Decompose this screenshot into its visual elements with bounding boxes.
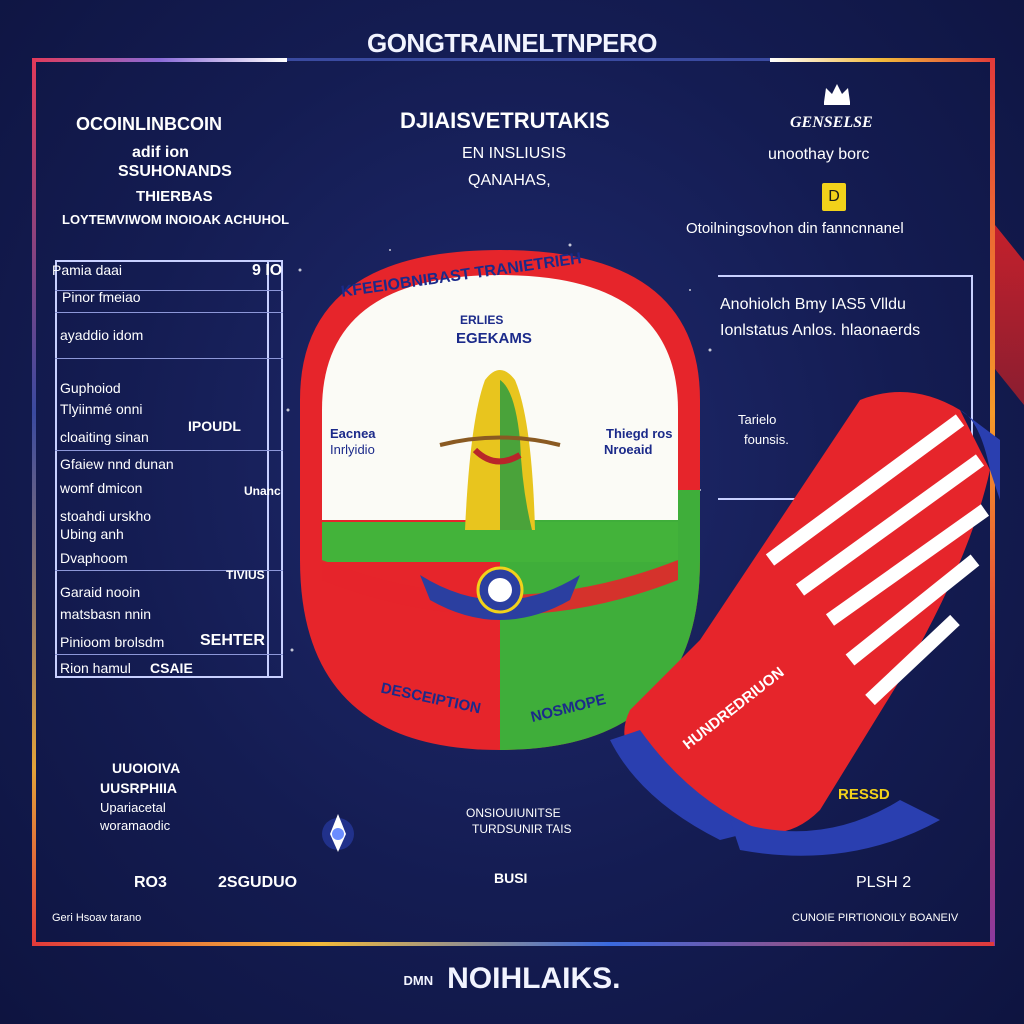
center-caption: TURDSUNIR TAIS [472, 822, 572, 836]
bottom-code: RO3 [134, 874, 167, 891]
emblem-right-label: Nroeaid [604, 442, 653, 457]
emblem-left-label: Eacnea [330, 426, 376, 441]
page-title: GONGTRAINELTNPERO [366, 28, 658, 58]
row-label: Rion hamul [60, 660, 131, 676]
footer: DMN NOIHLAIKS. [0, 962, 1024, 996]
divider [55, 570, 283, 571]
brand-name: GENSELSE [790, 114, 873, 131]
row-label: Guphoiod [60, 380, 121, 396]
frame-accent-left [32, 58, 36, 946]
row-label: Pinioom brolsdm [60, 634, 165, 650]
frame-accent-top-right [770, 58, 994, 62]
left-heading-2: adif ion [132, 144, 189, 161]
center-subheading: QANAHAS, [468, 172, 551, 189]
right-panel-line: Ionlstatus Anlos. hlaonaerds [720, 322, 921, 339]
emblem-inner-line: ERLIES [460, 313, 504, 327]
left-heading-4: THIERBAS [136, 188, 213, 205]
row-label: Dvaphoom [60, 550, 128, 566]
brand-subtitle: unoothay borc [768, 146, 870, 163]
bottom-block-line: UUSRPHIIA [100, 780, 178, 796]
row-label: stoahdi urskho [60, 508, 152, 524]
left-heading-3: SSUHONANDS [118, 163, 232, 180]
divider [55, 312, 283, 313]
side-value: Unanc [244, 484, 281, 498]
emblem-illustration [286, 243, 712, 751]
right-panel-line: Anohiolch Bmy IAS5 Vlldu [720, 296, 906, 313]
right-code: PLSH 2 [856, 874, 912, 891]
right-heading: Otoilningsovhon din fanncnnanel [686, 220, 904, 237]
footnote-right: CUNOIE PIRTIONOILY BOANEIV [792, 912, 959, 924]
frame-accent-right [990, 58, 995, 946]
row-label: womf dmicon [60, 480, 143, 496]
bottom-block-line: Upariacetal [100, 800, 166, 815]
row-label: Tlyiinmé onni [60, 401, 143, 417]
divider [55, 358, 283, 359]
row-label: ayaddio idom [60, 327, 144, 343]
bottom-block-line: woramaodic [100, 818, 171, 833]
red-corner-ribbon [995, 225, 1024, 405]
side-value: IPOUDL [188, 418, 241, 434]
left-info-panel [55, 260, 283, 678]
emblem-right-label: Thiegd ros [606, 426, 673, 441]
small-emblem-icon [322, 814, 354, 852]
row-label: Pinor fmeiao [62, 289, 141, 305]
side-value: TIVIUS [226, 568, 265, 582]
side-value: SEHTER [200, 632, 265, 649]
bottom-code: 2SGUDUO [218, 874, 298, 891]
crown-icon [824, 84, 850, 105]
center-heading: DJIAISVETRUTAKIS [400, 108, 610, 133]
side-value: CSAIE [150, 660, 193, 676]
center-caption: ONSIOUIUNITSE [466, 806, 561, 820]
right-note-line: founsis. [744, 432, 789, 447]
sock-badge: RESSD [838, 786, 890, 803]
left-heading-1: OCOINLINBCOIN [76, 114, 222, 134]
divider [55, 450, 283, 451]
footer-title: NOIHLAIKS. [447, 962, 621, 995]
badge-icon: D [822, 183, 846, 211]
side-value: 9 IO [252, 262, 283, 279]
emblem-inner-line: EGEKAMS [456, 330, 532, 347]
bottom-block-line: UUOIOIVA [112, 760, 181, 776]
row-label: Pamia daai [52, 262, 123, 278]
frame-accent-top-left [32, 58, 287, 62]
row-label: Gfaiew nnd dunan [60, 456, 174, 472]
divider [55, 290, 283, 291]
row-label: Ubing anh [60, 526, 124, 542]
right-note-line: Tarielo [738, 412, 777, 427]
center-code: BUSI [494, 870, 528, 886]
divider [55, 654, 283, 655]
row-label: matsbasn nnin [60, 606, 152, 622]
row-label: Garaid nooin [60, 584, 141, 600]
emblem-left-label: Inrlyidio [330, 442, 375, 457]
row-label: cloaiting sinan [60, 429, 149, 445]
frame-accent-bottom [32, 942, 994, 946]
footer-small-label: DMN [403, 972, 434, 988]
footnote-left: Geri Hsoav tarano [52, 912, 142, 924]
striped-sock-illustration [610, 392, 1000, 856]
left-subheading: LOYTEMVIWOM INOIOAK ACHUHOL [62, 212, 290, 227]
center-subheading: EN INSLIUSIS [462, 145, 567, 162]
